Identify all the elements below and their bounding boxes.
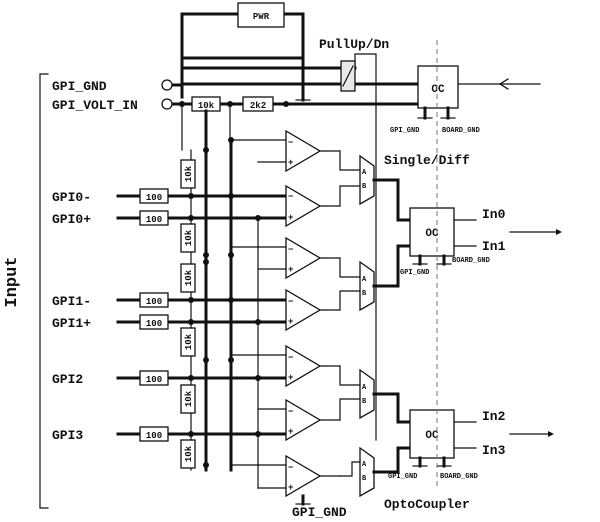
- gpi0-plus-label: GPI0+: [52, 212, 91, 227]
- svg-text:+: +: [288, 317, 293, 327]
- oc-bottom: OC GPI_GND BOARD_GND In2 In3: [388, 409, 554, 481]
- gpi-gnd-terminal: [161, 79, 173, 91]
- input-lines: [116, 193, 290, 437]
- svg-text:−: −: [288, 463, 293, 473]
- svg-text:A: A: [362, 276, 367, 284]
- svg-text:−: −: [288, 297, 293, 307]
- svg-text:+: +: [288, 483, 293, 493]
- resistor-100-gpi3-label: 100: [146, 431, 162, 441]
- svg-text:−: −: [288, 138, 293, 148]
- resistor-10k-top-label: 10k: [198, 101, 215, 111]
- optocoupler-label: OptoCoupler: [384, 497, 470, 512]
- multiplexers: A B A B A B A B: [339, 103, 470, 498]
- series-resistors: 100 100 100 100 100 100: [139, 188, 169, 442]
- resistor-100-gpi1-plus-label: 100: [146, 319, 162, 329]
- svg-text:+: +: [288, 373, 293, 383]
- input-terminals: [161, 79, 289, 151]
- svg-text:BOARD_GND: BOARD_GND: [440, 473, 478, 481]
- comparator: − +: [230, 236, 341, 280]
- gpi2-label: GPI2: [52, 372, 83, 387]
- resistor-100-gpi1-minus-label: 100: [146, 297, 162, 307]
- output-in2-label: In2: [482, 409, 506, 424]
- mux-2: A B: [339, 365, 412, 424]
- svg-text:GPI_GND: GPI_GND: [400, 269, 429, 277]
- svg-text:+: +: [288, 265, 293, 275]
- svg-text:OC: OC: [425, 430, 439, 442]
- resistor-10k-6-label: 10k: [184, 445, 194, 462]
- gpi1-plus-label: GPI1+: [52, 316, 91, 331]
- resistor-10k-4-label: 10k: [184, 333, 194, 350]
- svg-text:+: +: [288, 158, 293, 168]
- output-in0-label: In0: [482, 207, 506, 222]
- gpi-volt-in-terminal: [161, 98, 173, 110]
- resistor-10k-3-label: 10k: [184, 269, 194, 286]
- comparator: − +: [257, 398, 341, 442]
- comparator: − +: [285, 288, 341, 332]
- svg-text:BOARD_GND: BOARD_GND: [452, 257, 490, 265]
- gpi-gnd-label: GPI_GND: [52, 79, 107, 94]
- resistor-100-gpi0-plus-label: 100: [146, 215, 162, 225]
- input-labels: GPI_GND GPI_VOLT_IN GPI0- GPI0+ GPI1- GP…: [52, 79, 138, 443]
- gpi-gnd-bottom-label: GPI_GND: [292, 505, 347, 520]
- oc-top: OC GPI_GND BOARD_GND: [390, 65, 541, 135]
- gpi0-minus-label: GPI0-: [52, 190, 91, 205]
- comparators: − + − + − + − + − +: [230, 129, 341, 506]
- input-group-label: Input: [3, 256, 22, 307]
- mux-1: A B: [339, 244, 412, 312]
- power-rails: [172, 12, 420, 106]
- svg-text:GPI_GND: GPI_GND: [388, 473, 417, 481]
- svg-text:B: B: [362, 475, 367, 483]
- svg-text:−: −: [288, 407, 293, 417]
- comparator: − +: [230, 454, 341, 506]
- comparator: − +: [285, 184, 341, 228]
- comparator: − +: [230, 129, 341, 173]
- svg-text:+: +: [288, 427, 293, 437]
- oc-middle: OC GPI_GND BOARD_GND In0 In1: [400, 207, 562, 277]
- vertical-resistors: 10k 10k 10k 10k 10k 10k: [180, 159, 196, 469]
- svg-text:B: B: [362, 290, 367, 298]
- output-in1-label: In1: [482, 239, 506, 254]
- svg-text:−: −: [288, 245, 293, 255]
- pullup-label: PullUp/Dn: [319, 37, 389, 52]
- mux-3: A B: [339, 446, 412, 498]
- svg-text:BOARD_GND: BOARD_GND: [442, 127, 480, 135]
- svg-text:A: A: [362, 384, 367, 392]
- svg-text:−: −: [288, 353, 293, 363]
- svg-text:−: −: [288, 192, 293, 202]
- input-bracket: [39, 73, 49, 509]
- single-diff-label: Single/Diff: [384, 153, 470, 168]
- resistor-10k-5-label: 10k: [184, 390, 194, 407]
- resistor-100-gpi0-minus-label: 100: [146, 193, 162, 203]
- svg-text:A: A: [362, 461, 367, 469]
- resistor-2k2-label: 2k2: [250, 101, 266, 111]
- svg-text:B: B: [362, 183, 367, 191]
- pullup-switch: PullUp/Dn: [319, 37, 389, 92]
- svg-text:OC: OC: [425, 228, 439, 240]
- pwr-block: PWR: [237, 2, 285, 28]
- resistor-10k-1-label: 10k: [184, 165, 194, 182]
- pwr-label: PWR: [253, 12, 270, 22]
- svg-text:A: A: [362, 169, 367, 177]
- top-resistors: 10k 2k2: [191, 96, 274, 112]
- gpi-volt-in-label: GPI_VOLT_IN: [52, 98, 138, 113]
- resistor-10k-2-label: 10k: [184, 229, 194, 246]
- gpi1-minus-label: GPI1-: [52, 294, 91, 309]
- svg-text:OC: OC: [431, 84, 445, 96]
- comparator: − +: [230, 344, 341, 388]
- resistor-100-gpi2-label: 100: [146, 375, 162, 385]
- svg-text:B: B: [362, 398, 367, 406]
- svg-text:GPI_GND: GPI_GND: [390, 127, 419, 135]
- output-in3-label: In3: [482, 443, 506, 458]
- mux-0: A B: [339, 150, 412, 222]
- svg-text:+: +: [288, 213, 293, 223]
- gpi3-label: GPI3: [52, 428, 83, 443]
